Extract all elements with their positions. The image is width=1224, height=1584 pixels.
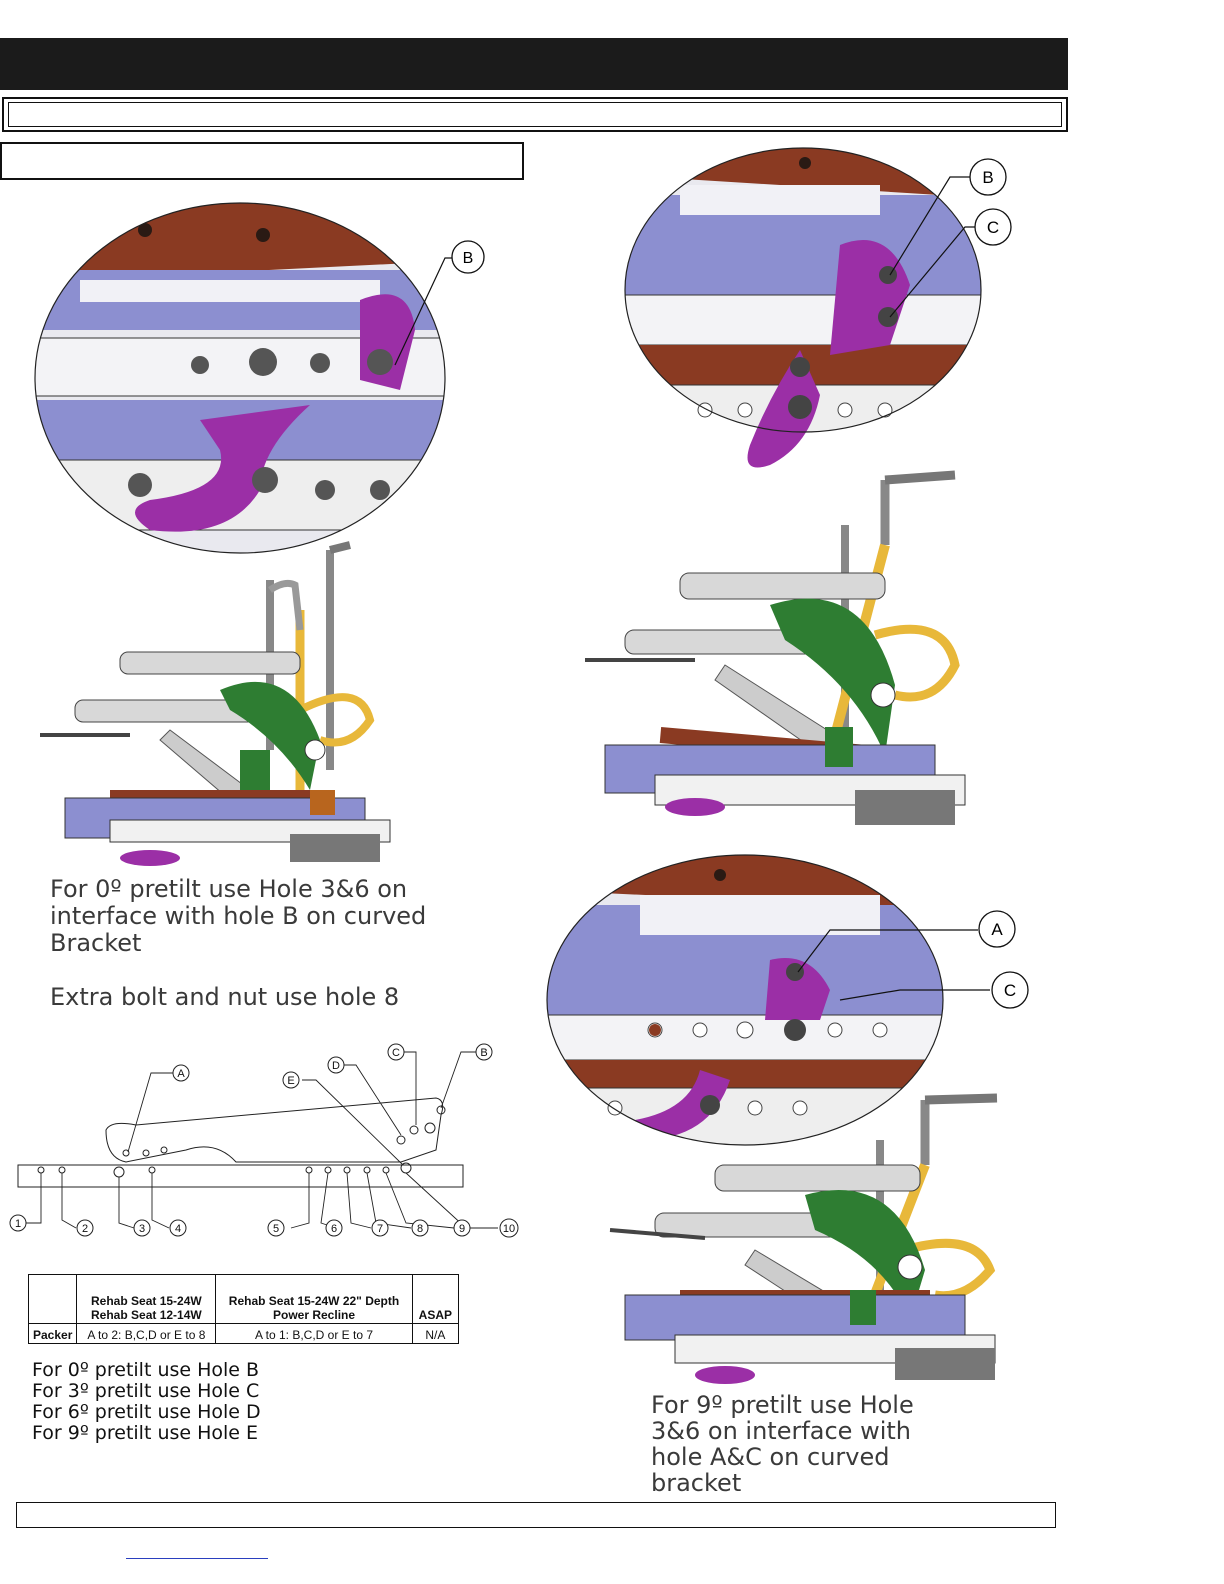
right-caption-line: 3&6 on interface with xyxy=(651,1417,911,1445)
left-detail-illustration: B xyxy=(34,202,485,554)
callout-c-label: C xyxy=(987,218,999,237)
hole-number-label: 1 xyxy=(15,1218,21,1230)
table-header-cell: Rehab Seat 15-24W Rehab Seat 12-14W xyxy=(76,1274,217,1324)
section-title-box xyxy=(0,142,524,180)
callout-b-label: B xyxy=(982,168,993,187)
packer-table: Rehab Seat 15-24W Rehab Seat 12-14W Reha… xyxy=(27,1274,460,1344)
bracket-hole-label: D xyxy=(332,1060,340,1072)
right-caption-line: bracket xyxy=(651,1469,742,1497)
bracket-hole-label: E xyxy=(287,1075,294,1087)
hole-number-label: 10 xyxy=(503,1223,515,1235)
table-cell: Packer xyxy=(27,1323,78,1344)
pretilt-list: For 0º pretilt use Hole B For 3º pretilt… xyxy=(32,1360,352,1444)
left-caption-line: interface with hole B on curved xyxy=(50,902,427,930)
list-item: For 6º pretilt use Hole D xyxy=(32,1401,261,1423)
left-caption-line: Bracket xyxy=(50,929,142,957)
right-bottom-chair-illustration xyxy=(609,1093,998,1384)
footer-link-underline[interactable] xyxy=(126,1558,268,1559)
hole-number-label: 9 xyxy=(459,1223,465,1235)
right-bottom-detail-illustration: A C xyxy=(546,854,1029,1146)
callout-c-label: C xyxy=(1004,981,1016,1000)
table-header-cell: Rehab Seat 15-24W 22" Depth Power Reclin… xyxy=(215,1274,413,1324)
hole-number-label: 4 xyxy=(175,1223,181,1235)
list-item: For 3º pretilt use Hole C xyxy=(32,1380,260,1402)
footer-box xyxy=(16,1502,1056,1528)
bracket-hole-label: A xyxy=(177,1068,185,1080)
right-top-detail-illustration: B C xyxy=(624,147,1012,468)
left-caption-line: For 0º pretilt use Hole 3&6 on xyxy=(50,875,408,903)
left-chair-illustration xyxy=(40,541,391,866)
list-item: For 9º pretilt use Hole E xyxy=(32,1422,259,1444)
packer-table-header: Rehab Seat 15-24W Rehab Seat 12-14W Reha… xyxy=(27,1274,460,1324)
left-caption: For 0º pretilt use Hole 3&6 on interface… xyxy=(50,876,490,957)
callout-a-label: A xyxy=(991,920,1003,939)
table-cell: N/A xyxy=(411,1323,460,1344)
hole-number-label: 6 xyxy=(331,1223,337,1235)
hole-number-label: 3 xyxy=(139,1223,145,1235)
bracket-hole-label: C xyxy=(392,1047,400,1059)
table-header-cell: ASAP xyxy=(411,1274,460,1324)
hole-schematic: 1 2 3 4 5 6 7 8 9 10 A B C D E xyxy=(9,1043,519,1238)
right-top-chair-illustration xyxy=(585,470,966,825)
table-row: Packer A to 2: B,C,D or E to 8 A to 1: B… xyxy=(27,1323,460,1344)
hole-number-label: 8 xyxy=(417,1223,423,1235)
list-item: For 0º pretilt use Hole B xyxy=(32,1359,260,1381)
right-caption-line: hole A&C on curved xyxy=(651,1443,890,1471)
hole-number-label: 7 xyxy=(377,1223,383,1235)
bracket-hole-label: B xyxy=(480,1047,487,1059)
subheader-box xyxy=(2,97,1068,132)
right-caption: For 9º pretilt use Hole 3&6 on interface… xyxy=(651,1392,991,1496)
callout-b-label: B xyxy=(463,250,474,267)
hole-number-label: 5 xyxy=(273,1223,279,1235)
right-caption-line: For 9º pretilt use Hole xyxy=(651,1391,914,1419)
hole-number-label: 2 xyxy=(82,1223,88,1235)
header-bar xyxy=(0,38,1068,90)
table-cell: A to 1: B,C,D or E to 7 xyxy=(215,1323,413,1344)
table-cell: A to 2: B,C,D or E to 8 xyxy=(76,1323,217,1344)
callout-b-circle xyxy=(451,240,485,274)
extra-bolt-note: Extra bolt and nut use hole 8 xyxy=(50,983,400,1011)
table-header-cell xyxy=(27,1274,78,1324)
